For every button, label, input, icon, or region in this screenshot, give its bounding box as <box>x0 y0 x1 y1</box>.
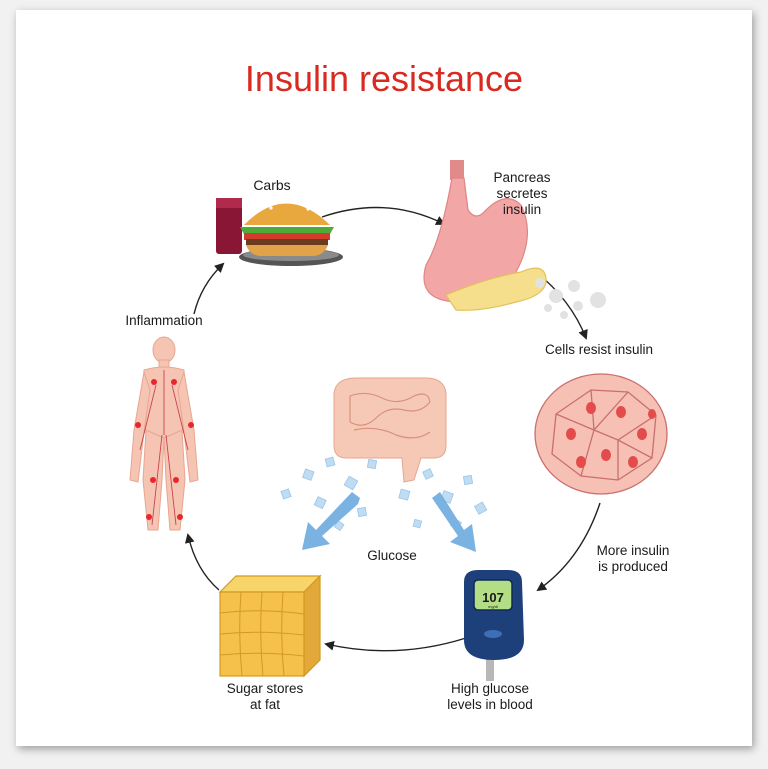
label-inflammation: Inflammation <box>125 313 202 328</box>
cells-icon <box>534 373 668 495</box>
cycle-diagram: Carbs Pancreas secretes insulin Cells re… <box>125 160 670 712</box>
burger-icon <box>216 198 343 266</box>
stomach-pancreas-icon <box>423 160 547 311</box>
label-high-glucose-1: High glucose <box>451 681 529 696</box>
label-high-glucose-2: levels in blood <box>447 697 533 712</box>
arrow-body-to-carbs <box>193 262 225 315</box>
label-cells-resist: Cells resist insulin <box>545 342 653 357</box>
arrow-fat-to-body <box>184 533 220 591</box>
label-sugar-stores-2: at fat <box>250 697 280 712</box>
arrow-cells-to-meter <box>536 502 601 592</box>
human-body-icon <box>129 336 199 531</box>
label-more-insulin-1: More insulin <box>597 543 670 558</box>
glucose-meter-icon <box>464 570 524 681</box>
arrow-carbs-to-pancreas <box>321 206 446 225</box>
intestines-icon <box>333 377 447 483</box>
label-pancreas-1: Pancreas <box>493 170 550 185</box>
meter-reading: 107 <box>482 590 504 605</box>
diagram-title: Insulin resistance <box>244 58 524 99</box>
glucose-arrows <box>302 492 476 552</box>
diagram-card: Insulin resistance <box>16 10 752 746</box>
insulin-bubbles <box>535 278 606 319</box>
label-pancreas-3: insulin <box>503 202 541 217</box>
label-pancreas-2: secretes <box>496 186 547 201</box>
label-carbs: Carbs <box>253 177 290 193</box>
label-sugar-stores-1: Sugar stores <box>227 681 304 696</box>
label-glucose: Glucose <box>367 548 417 563</box>
fat-tissue-icon <box>218 574 322 678</box>
meter-unit: mg/dl <box>488 604 498 609</box>
label-more-insulin-2: is produced <box>598 559 668 574</box>
arrow-meter-to-fat <box>324 637 467 652</box>
